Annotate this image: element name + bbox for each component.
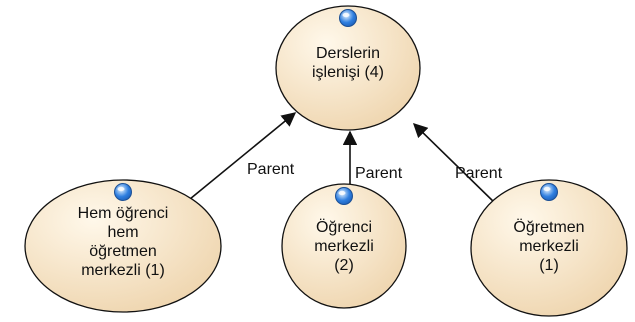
node-ogt[interactable]: Öğretmen merkezli (1) <box>470 179 628 317</box>
edge-label-ogr: Parent <box>355 165 403 182</box>
edges-layer: Parent Parent Parent <box>189 112 503 206</box>
node-label-ogt-line-1: merkezli <box>519 238 579 255</box>
node-ogr[interactable]: Öğrenci merkezli (2) <box>281 183 407 309</box>
node-label-ogt-line-2: (1) <box>539 257 559 274</box>
nodes-layer: Derslerin işlenişi (4) Hem öğrenci hem öğret… <box>24 5 628 317</box>
node-shape-root <box>275 5 421 131</box>
node-shape-ogr <box>281 183 407 309</box>
node-label-root-line-1: işlenişi (4) <box>312 64 384 81</box>
node-root[interactable]: Derslerin işlenişi (4) <box>275 5 421 131</box>
node-label-ogr-line-0: Öğrenci <box>316 218 372 236</box>
blue-circle-icon <box>335 187 353 205</box>
blue-circle-icon <box>540 183 558 201</box>
edge-label-hem: Parent <box>247 161 295 178</box>
node-shape-hem <box>24 179 222 313</box>
node-label-ogr-line-2: (2) <box>334 257 354 274</box>
node-label-hem-line-1: hem <box>107 224 138 241</box>
blue-circle-icon <box>339 9 357 27</box>
node-label-hem-line-3: merkezli (1) <box>81 262 165 279</box>
edge-hem-to-root <box>189 112 297 200</box>
node-label-ogr-line-1: merkezli <box>314 238 374 255</box>
node-shape-ogt <box>470 179 628 317</box>
node-label-ogt-line-0: Öğretmen <box>513 218 584 236</box>
edge-label-ogt: Parent <box>455 165 503 182</box>
blue-circle-icon <box>114 183 132 201</box>
node-label-hem-line-0: Hem öğrenci <box>78 205 169 222</box>
node-label-root-line-0: Derslerin <box>316 45 380 62</box>
node-hem[interactable]: Hem öğrenci hem öğretmen merkezli (1) <box>24 179 222 313</box>
edge-ogt-to-root <box>412 122 498 206</box>
node-label-hem-line-2: öğretmen <box>89 243 157 260</box>
